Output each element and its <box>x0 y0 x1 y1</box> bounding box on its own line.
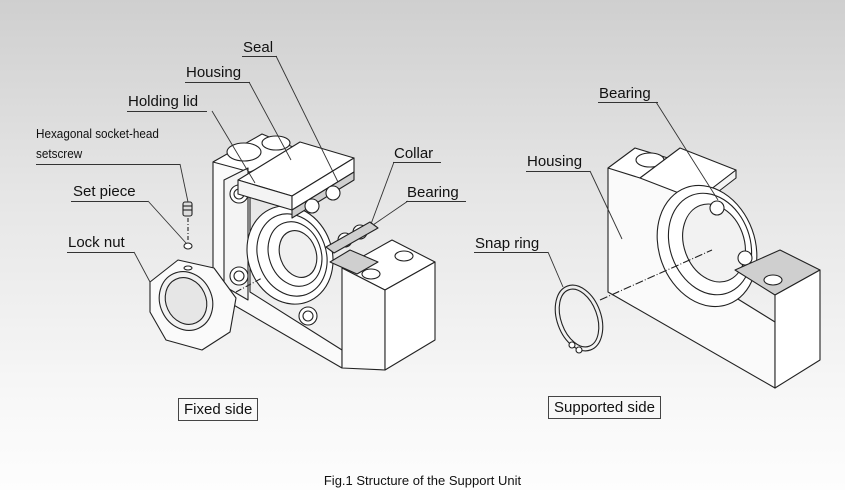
underline-holding-lid <box>127 111 207 112</box>
setscrew-part <box>182 201 193 250</box>
underline-lock-nut <box>67 252 134 253</box>
snap-ring-part <box>554 284 604 354</box>
underline-setscrew <box>36 164 180 165</box>
fixed-housing <box>212 133 436 371</box>
underline-snap-ring <box>474 252 548 253</box>
underline-housing-supported <box>526 171 590 172</box>
label-setscrew-line1: Hexagonal socket-head <box>36 126 159 141</box>
label-setscrew-line2: setscrew <box>36 146 83 161</box>
figure-caption: Fig.1 Structure of the Support Unit <box>323 473 522 488</box>
label-snap-ring: Snap ring <box>475 235 540 252</box>
underline-housing-fixed <box>185 82 250 83</box>
underline-collar <box>393 162 441 163</box>
label-seal: Seal <box>243 39 274 56</box>
supported-housing <box>599 147 821 389</box>
label-collar: Collar <box>394 145 434 162</box>
underline-bearing-fixed <box>406 201 466 202</box>
label-holding-lid: Holding lid <box>128 93 199 110</box>
supported-side-title: Supported side <box>548 396 661 419</box>
lock-nut-part <box>149 259 263 351</box>
label-bearing-supported: Bearing <box>599 85 651 102</box>
label-housing-supported: Housing <box>527 153 583 170</box>
leader-lines <box>133 55 719 288</box>
label-bearing-fixed: Bearing <box>407 184 459 201</box>
label-housing-fixed: Housing <box>186 64 242 81</box>
fixed-side-title: Fixed side <box>178 398 259 421</box>
label-lock-nut: Lock nut <box>68 234 125 251</box>
underline-bearing-supported <box>598 102 658 103</box>
label-set-piece: Set piece <box>73 183 136 200</box>
underline-seal <box>242 56 277 57</box>
underline-set-piece <box>71 201 148 202</box>
